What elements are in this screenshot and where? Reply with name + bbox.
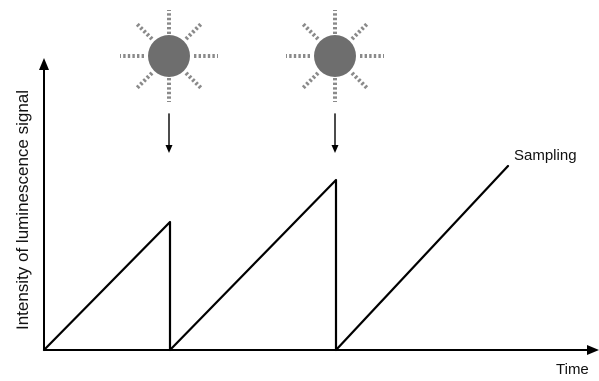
illumination-arrow <box>165 113 173 153</box>
sun-icon <box>120 10 218 102</box>
x-axis-arrowhead <box>587 345 599 355</box>
sampling-label: Sampling <box>514 147 577 164</box>
y-axis-label: Intensity of luminescence signal <box>13 90 32 330</box>
y-axis <box>39 58 49 351</box>
sun-core <box>148 35 190 77</box>
signal-curve <box>42 164 510 352</box>
y-axis-arrowhead <box>39 58 49 70</box>
x-axis <box>43 345 599 355</box>
illumination-arrow <box>331 113 339 153</box>
sun-core <box>314 35 356 77</box>
sun-icon <box>286 10 384 102</box>
x-axis-label: Time <box>556 361 589 378</box>
